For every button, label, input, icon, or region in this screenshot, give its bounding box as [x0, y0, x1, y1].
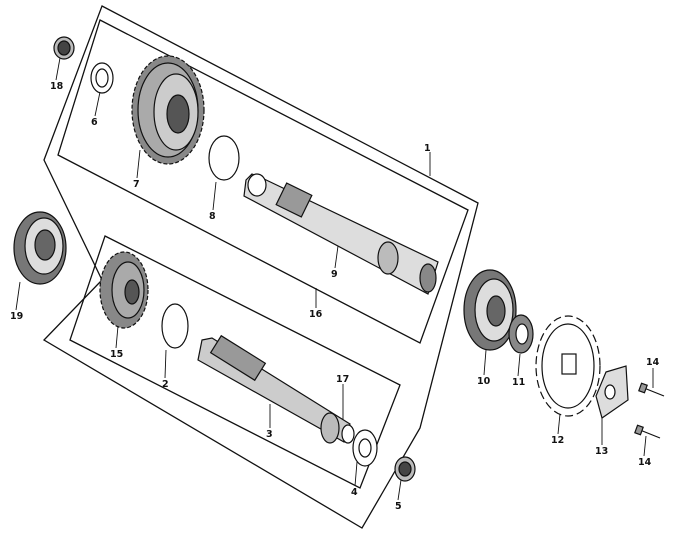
- ball-bearing-10: [463, 269, 517, 351]
- callout-2: 2: [162, 379, 169, 390]
- callout-11: 11: [512, 377, 525, 388]
- bolt-14-upper: [638, 382, 665, 397]
- lower-subassembly-box: [69, 235, 401, 489]
- counter-shaft-9: [243, 173, 439, 295]
- callout-8: 8: [209, 211, 216, 222]
- main-shaft-3: [197, 334, 355, 444]
- drive-sprocket-12: [535, 315, 601, 417]
- oil-seal-11: [508, 314, 534, 354]
- callout-18: 18: [50, 81, 64, 92]
- callout-16: 16: [309, 309, 323, 320]
- callout-12: 12: [551, 435, 564, 446]
- callout-3: 3: [266, 429, 273, 440]
- fixing-plate-13: [595, 365, 629, 419]
- callout-17: 17: [336, 374, 349, 385]
- callout-labels: 1 2 3 4 5 6 7 8 9 10 11 12 13 14 14 15 1…: [10, 81, 660, 512]
- circlip-8: [208, 135, 240, 181]
- callout-4: 4: [351, 487, 358, 498]
- washer-6: [90, 62, 114, 94]
- needle-bearing-5: [394, 456, 416, 482]
- assembly-frame: [42, 5, 479, 529]
- callout-14-upper: 14: [646, 357, 660, 368]
- callout-6: 6: [91, 117, 98, 128]
- callout-15: 15: [110, 349, 123, 360]
- circlip-2: [161, 303, 189, 349]
- large-gear-7: [131, 55, 205, 165]
- bolt-14-lower: [634, 424, 661, 439]
- callout-13: 13: [595, 446, 608, 457]
- callout-1: 1: [424, 143, 431, 154]
- upper-subassembly-box: [57, 19, 469, 344]
- callout-7: 7: [133, 179, 140, 190]
- needle-bearing-18: [53, 36, 75, 60]
- leader-lines: [15, 57, 654, 501]
- callout-10: 10: [477, 376, 491, 387]
- small-gear-15: [99, 251, 149, 329]
- callout-19: 19: [10, 311, 23, 322]
- callout-9: 9: [331, 269, 338, 280]
- ball-bearing-19: [13, 211, 67, 285]
- washer-4: [352, 429, 378, 467]
- callout-5: 5: [395, 501, 402, 512]
- callout-14-lower: 14: [638, 457, 652, 468]
